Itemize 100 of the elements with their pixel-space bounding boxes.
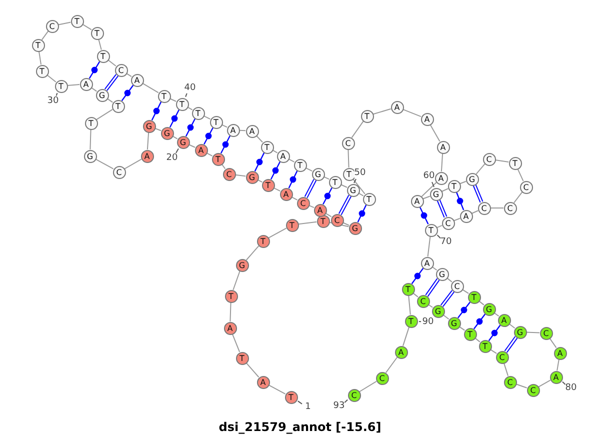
nucleotide-circle: A bbox=[194, 144, 208, 156]
nucleotide-circle: T bbox=[36, 64, 48, 78]
nucleotide-circle: T bbox=[210, 116, 222, 128]
nucleotide-circle: A bbox=[130, 74, 144, 86]
nucleotide-circle: T bbox=[90, 26, 104, 40]
nucleotide-circle: A bbox=[394, 346, 408, 358]
nucleotide-circle: T bbox=[328, 176, 342, 188]
backbone-line bbox=[421, 182, 437, 197]
backbone-line bbox=[82, 24, 92, 30]
nucleotide-circle: G bbox=[466, 172, 478, 186]
nucleotide-circle: G bbox=[176, 136, 190, 148]
position-number: 90 bbox=[422, 317, 434, 327]
backbone-line bbox=[494, 160, 510, 162]
nucleotide-circle: A bbox=[420, 256, 434, 270]
base-pair-line bbox=[104, 74, 119, 92]
nucleotide-circle: G bbox=[246, 170, 258, 184]
backbone-line bbox=[402, 326, 410, 346]
base-pair-line bbox=[220, 136, 231, 154]
backbone-line bbox=[348, 149, 350, 168]
position-number: 93 bbox=[333, 401, 345, 411]
nucleotide-circle: T bbox=[236, 352, 248, 364]
nucleotide-circle: G bbox=[514, 326, 526, 338]
nucleotide-circle: T bbox=[176, 98, 188, 110]
backbone-line bbox=[41, 30, 49, 40]
backbone-line bbox=[146, 132, 150, 150]
base-pair-line bbox=[425, 278, 440, 297]
nucleotide-circle: A bbox=[460, 210, 472, 222]
nucleotide-circle: T bbox=[54, 80, 68, 92]
nucleotide-circle: T bbox=[84, 116, 98, 130]
backbone-line bbox=[427, 236, 431, 258]
position-number: 1 bbox=[305, 402, 311, 412]
nucleotide-circle: T bbox=[478, 340, 492, 352]
nucleotide-circle: C bbox=[496, 350, 508, 364]
backbone-line bbox=[142, 82, 159, 94]
nucleotide-circle: T bbox=[294, 158, 306, 172]
position-number: 30 bbox=[47, 96, 59, 106]
nucleotide-circle: A bbox=[276, 150, 290, 162]
nucleotide-circle: C bbox=[526, 384, 540, 396]
position-number: 20 bbox=[166, 153, 178, 163]
nucleotide-circle: G bbox=[142, 120, 156, 132]
nucleotide-circle: T bbox=[424, 224, 438, 236]
backbone-line bbox=[246, 362, 260, 378]
backbone-line bbox=[108, 60, 116, 66]
nucleotide-circle: A bbox=[420, 112, 434, 126]
base-pair-line bbox=[504, 336, 518, 353]
nucleotide-circle: C bbox=[450, 280, 464, 292]
nucleotide-circle: T bbox=[96, 50, 110, 62]
backbone-line bbox=[95, 158, 114, 170]
position-number: 40 bbox=[184, 83, 196, 93]
nucleotide-circle: T bbox=[262, 178, 274, 192]
backbone-line bbox=[232, 270, 240, 290]
base-pair-line bbox=[419, 206, 429, 224]
nucleotide-circle: G bbox=[448, 316, 460, 330]
backbone-line bbox=[430, 124, 440, 142]
backbone-line bbox=[440, 152, 444, 172]
nucleotide-circle: C bbox=[46, 20, 58, 32]
nucleotide-circle: A bbox=[550, 370, 562, 384]
nucleotide-circle: T bbox=[360, 110, 374, 122]
nucleotide-circle: T bbox=[508, 156, 522, 170]
backbone-line bbox=[90, 129, 92, 150]
backbone-line bbox=[490, 349, 498, 354]
nucleotide-circle: T bbox=[468, 290, 480, 304]
base-pair-line bbox=[204, 127, 214, 145]
nucleotide-circle: C bbox=[416, 294, 430, 308]
nucleotide-circle: C bbox=[342, 136, 354, 150]
backbone-line bbox=[372, 108, 392, 115]
nucleotide-circle: C bbox=[442, 216, 454, 230]
nucleotide-circle: A bbox=[498, 314, 510, 326]
base-pair-line bbox=[411, 268, 424, 284]
backbone-line bbox=[124, 158, 142, 170]
backbone-line bbox=[246, 245, 260, 261]
nucleotide-circle: A bbox=[80, 78, 92, 90]
backbone-line bbox=[256, 135, 264, 143]
nucleotide-circle: G bbox=[96, 88, 108, 102]
backbone-line bbox=[268, 228, 287, 238]
base-pair-line bbox=[456, 192, 464, 210]
base-pair-line bbox=[169, 110, 180, 128]
base-pair-line bbox=[472, 184, 484, 203]
nucleotide-circle: T bbox=[260, 140, 274, 154]
nucleotide-circle: A bbox=[554, 346, 566, 360]
nucleotide-circle: C bbox=[478, 202, 490, 214]
nucleotide-circle: G bbox=[432, 304, 444, 318]
base-pair-line bbox=[338, 194, 352, 216]
backbone-line bbox=[402, 108, 422, 118]
nucleotide-circle: A bbox=[434, 172, 448, 184]
base-pair-line bbox=[473, 314, 486, 330]
backbone-line bbox=[428, 304, 434, 308]
backbone-line bbox=[230, 302, 232, 322]
base-pair-line bbox=[121, 84, 134, 102]
backbone-line bbox=[538, 380, 551, 388]
base-pair-line bbox=[357, 204, 367, 222]
nucleotide-circle: T bbox=[284, 390, 298, 404]
nucleotide-circle: G bbox=[312, 168, 324, 180]
nucleotide-circle: T bbox=[224, 290, 238, 302]
nucleotide-circle: G bbox=[84, 150, 96, 162]
nucleotide-circle: C bbox=[482, 152, 496, 166]
backbone-line bbox=[441, 188, 449, 192]
backbone-line bbox=[268, 384, 286, 394]
backbone-line bbox=[517, 168, 524, 182]
diagram-title: dsi_21579_annot [-15.6] bbox=[218, 420, 382, 434]
